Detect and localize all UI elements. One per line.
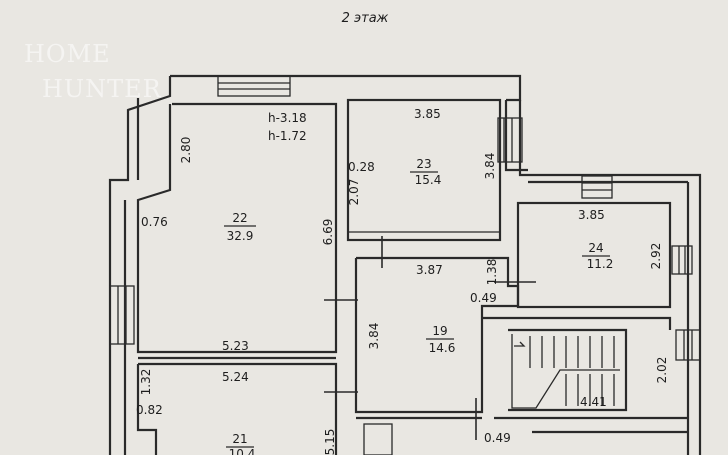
room-22-number: 22	[232, 211, 247, 225]
room-24-number: 24	[588, 241, 603, 255]
dim-r19-left: 3.84	[367, 323, 381, 350]
dim-r22-left: 0.76	[141, 215, 168, 229]
dim-r23-left-a: 0.28	[348, 160, 375, 174]
room-23-area: 15.4	[415, 173, 442, 187]
dim-r21-top: 5.24	[222, 370, 249, 384]
staircase	[482, 316, 672, 412]
dim-r22-left-top: 2.80	[179, 137, 193, 164]
outer-walls	[108, 74, 702, 455]
room-19	[354, 256, 688, 420]
dim-r19-right-b: 0.49	[470, 291, 497, 305]
dim-stair-right: 2.02	[655, 357, 669, 384]
dim-r22-right: 6.69	[321, 219, 335, 246]
watermark-line1: HOME	[24, 40, 111, 68]
dim-r24-top: 3.85	[578, 208, 605, 222]
ceiling-height-1: h-3.18	[268, 111, 307, 125]
room-19-number: 19	[432, 324, 447, 338]
room-22	[136, 102, 338, 360]
room-21-area: 10.4	[229, 447, 256, 455]
dim-r24-right: 2.92	[649, 243, 663, 270]
room-21	[136, 362, 688, 455]
windows	[109, 75, 701, 361]
ceiling-height-2: h-1.72	[268, 129, 307, 143]
room-24	[516, 201, 672, 309]
dimension-ticks	[324, 236, 536, 440]
room-23	[346, 98, 502, 242]
room-19-area: 14.6	[429, 341, 456, 355]
watermark-line2: HUNTER	[42, 75, 162, 103]
room-22-area: 32.9	[227, 229, 254, 243]
dim-r23-right: 3.84	[483, 153, 497, 180]
floor-title: 2 этаж	[342, 11, 389, 26]
room-labels: 22 32.9 23 15.4 24 11.2 19 14.6 21 10.4	[224, 157, 613, 455]
room-24-area: 11.2	[587, 257, 614, 271]
dim-r23-left-b: 2.07	[347, 179, 361, 206]
dim-r21-left-b: 0.82	[136, 403, 163, 417]
dim-r19-top: 3.87	[416, 263, 443, 277]
dimension-labels: 2.80 0.76 6.69 5.23 3.85 0.28 2.07 3.84 …	[136, 107, 669, 455]
room-23-number: 23	[416, 157, 431, 171]
dim-r19-right-a: 1.38	[485, 259, 499, 286]
dim-r23-top: 3.85	[414, 107, 441, 121]
dim-r21-left-a: 1.32	[139, 369, 153, 396]
dim-r22-bottom: 5.23	[222, 339, 249, 353]
dim-stair-bottom: 4.41	[580, 395, 607, 409]
dim-corridor-bottom: 0.49	[484, 431, 511, 445]
room-21-number: 21	[232, 432, 247, 446]
dim-r21-right: 5.15	[323, 429, 337, 455]
